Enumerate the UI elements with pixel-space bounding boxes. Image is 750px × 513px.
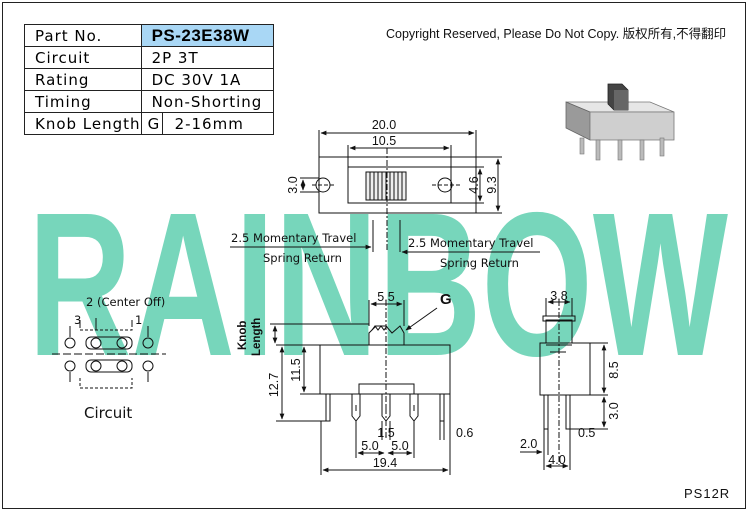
circuit-diagram bbox=[52, 318, 166, 389]
spec-row-part-no: Part No. PS-23E38W bbox=[24, 24, 274, 47]
side-knob-width-dim: 3.8 bbox=[550, 289, 567, 303]
spring-return-left-label: Spring Return bbox=[263, 251, 342, 265]
circuit-caption: Circuit bbox=[84, 404, 132, 422]
top-view-drawing bbox=[230, 130, 540, 255]
timing-label: Timing bbox=[24, 90, 142, 113]
circuit-pos-left: 3 bbox=[74, 313, 81, 327]
front-total-height-dim: 12.7 bbox=[267, 373, 281, 397]
spec-row-circuit: Circuit 2P 3T bbox=[24, 46, 274, 69]
front-knob-code: G bbox=[440, 291, 452, 308]
knob-length-label-2: Length bbox=[251, 318, 263, 356]
model-code: PS12R bbox=[684, 486, 731, 501]
rating-label: Rating bbox=[24, 68, 142, 91]
knob-length-label-1: Knob bbox=[237, 321, 249, 350]
circuit-pos-right: 1 bbox=[135, 313, 142, 327]
side-pin-span-dim: 4.0 bbox=[548, 453, 565, 467]
watermark-text: RAINBOW bbox=[28, 170, 728, 399]
top-inner-width-dim: 10.5 bbox=[372, 134, 396, 148]
front-total-width-dim: 19.4 bbox=[373, 456, 397, 470]
front-pitch-right-dim: 5.0 bbox=[391, 439, 408, 453]
side-view-drawing bbox=[520, 298, 608, 470]
spec-row-knob: Knob Length G 2-16mm bbox=[24, 112, 274, 135]
side-body-height-dim: 8.5 bbox=[607, 361, 621, 378]
spec-row-timing: Timing Non-Shorting bbox=[24, 90, 274, 113]
top-hole-height-dim: 3.0 bbox=[286, 176, 300, 193]
copyright-notice: Copyright Reserved, Please Do Not Copy. … bbox=[386, 27, 727, 41]
side-view-body bbox=[539, 342, 591, 396]
top-slot-height-dim: 4.6 bbox=[467, 176, 481, 193]
top-body-height-dim: 9.3 bbox=[485, 176, 499, 193]
switch-product-icon bbox=[565, 83, 675, 161]
circuit-value: 2P 3T bbox=[140, 46, 274, 69]
front-view-knob bbox=[368, 325, 405, 345]
side-pin-gap-dim: 0.5 bbox=[578, 426, 595, 440]
front-pin-width-dim: 1.5 bbox=[377, 426, 394, 440]
front-pin-thickness-dim: 0.6 bbox=[456, 426, 473, 440]
side-pin-length-dim: 3.0 bbox=[607, 402, 621, 419]
front-view-drawing bbox=[270, 300, 451, 475]
front-view-body bbox=[319, 344, 451, 395]
front-body-height-dim: 11.5 bbox=[289, 358, 303, 381]
travel-right-label: 2.5 Momentary Travel bbox=[408, 236, 533, 250]
front-pitch-left-dim: 5.0 bbox=[361, 439, 378, 453]
part-no-value: PS-23E38W bbox=[140, 24, 274, 47]
spec-table: Part No. PS-23E38W Circuit 2P 3T Rating … bbox=[24, 24, 274, 135]
travel-left-label: 2.5 Momentary Travel bbox=[231, 231, 356, 245]
rating-value: DC 30V 1A bbox=[140, 68, 274, 91]
knob-length-value: 2-16mm bbox=[161, 112, 274, 135]
front-knob-width-dim: 5.5 bbox=[377, 290, 394, 304]
top-width-dim: 20.0 bbox=[372, 118, 396, 132]
spec-row-rating: Rating DC 30V 1A bbox=[24, 68, 274, 91]
side-pin-offset-dim: 2.0 bbox=[520, 437, 537, 451]
circuit-center-off-label: 2 (Center Off) bbox=[86, 295, 165, 309]
spring-return-right-label: Spring Return bbox=[440, 256, 519, 270]
